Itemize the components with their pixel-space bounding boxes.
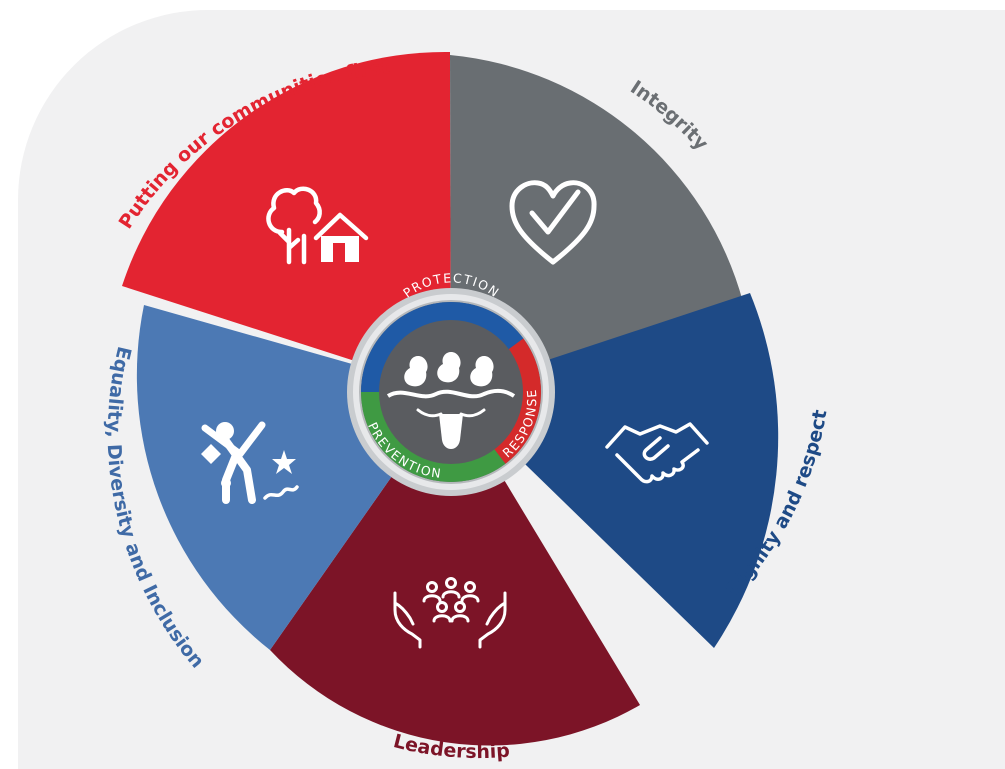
segment-integrity: [450, 55, 743, 392]
dancing-figure-icon: [201, 421, 299, 504]
central-emblem: PROTECTION PREVENTION RESPONSE: [347, 270, 555, 496]
handshake-icon: [605, 422, 709, 484]
emblem-birds-icon: [404, 352, 494, 387]
hands-holding-people-icon: [393, 577, 507, 649]
emblem-bull-icon: [416, 408, 486, 449]
heart-check-icon: [509, 180, 597, 265]
segment-communities: [122, 51, 451, 392]
segment-leadership: [270, 392, 640, 746]
tree-and-house-icon: [266, 186, 369, 265]
emblem-waves-icon: [386, 388, 516, 399]
